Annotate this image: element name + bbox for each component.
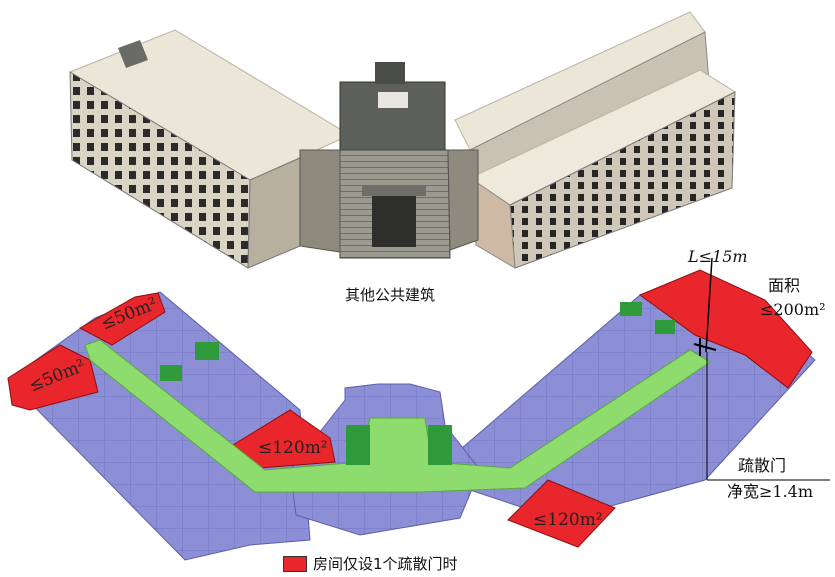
label-room-right-bottom: ≤120m² [533, 510, 603, 530]
floor-plan [7, 257, 830, 561]
central-entrance-canopy [362, 186, 426, 196]
red-room-left-end [7, 344, 99, 411]
stair-left-2 [160, 365, 182, 381]
label-area-value: ≤200m² [760, 300, 826, 319]
left-wing-stair [118, 40, 148, 68]
central-tower-cap [375, 62, 405, 84]
stair-right-1 [620, 302, 642, 316]
distance-line [705, 257, 713, 353]
stair-left-1 [195, 342, 219, 360]
label-door-title: 疏散门 [738, 456, 787, 475]
connector-right [447, 149, 479, 251]
legend-text: 房间仅设1个疏散门时 [313, 555, 458, 573]
legend-swatch [283, 555, 307, 572]
central-entrance [372, 195, 416, 247]
caption: 其他公共建筑 [345, 286, 436, 304]
red-room-right-bottom [507, 479, 616, 548]
stair-center-left [346, 425, 370, 465]
connector-left [299, 149, 341, 253]
stair-center-right [428, 425, 452, 465]
stair-right-2 [655, 320, 675, 334]
label-area-title: 面积 [768, 276, 801, 295]
legend: 房间仅设1个疏散门时 [283, 553, 458, 574]
corridor [84, 339, 711, 493]
label-door-width: 净宽≥1.4m [727, 482, 814, 501]
door-mark [693, 338, 717, 356]
red-room-left-top [78, 292, 166, 346]
label-distance-limit: L≤15m [688, 247, 748, 266]
central-tower-window [378, 92, 408, 108]
building-3d-view [68, 11, 737, 269]
label-room-center: ≤120m² [258, 438, 328, 458]
